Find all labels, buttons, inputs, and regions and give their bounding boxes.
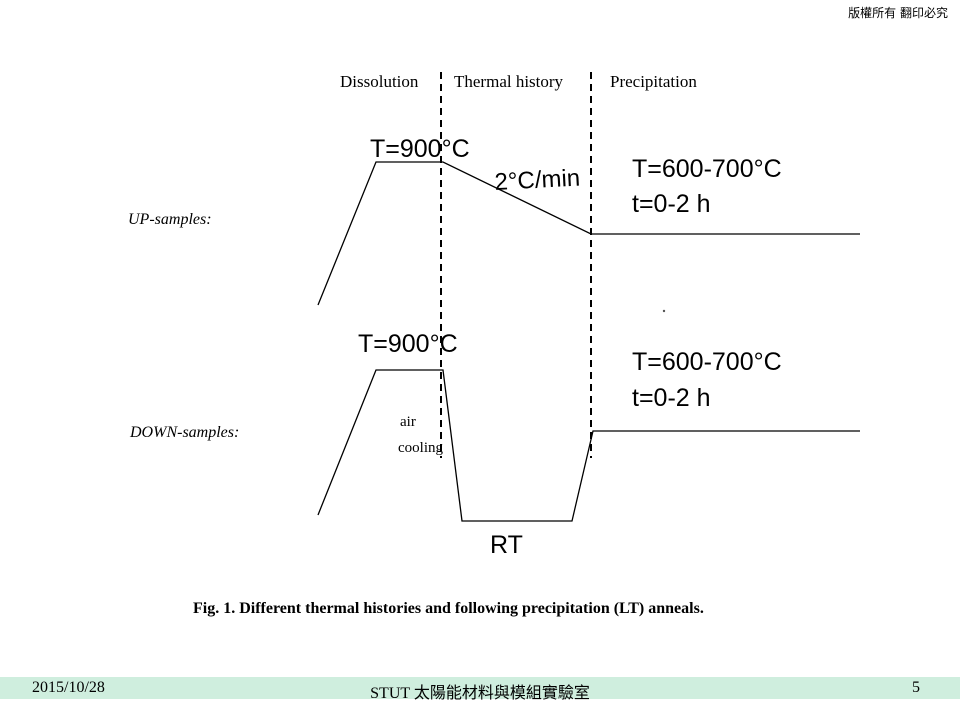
up-samples-label: UP-samples: — [128, 211, 212, 228]
up-precip-temp: T=600-700°C — [632, 155, 782, 183]
down-cooling-label-line1: air — [400, 414, 416, 430]
page-number: 5 — [912, 679, 920, 696]
up-precip-time: t=0-2 h — [632, 190, 711, 218]
up-dissolution-temp: T=900°C — [370, 135, 470, 163]
down-temperature-profile — [317, 369, 860, 522]
footer-bar — [0, 677, 960, 699]
down-samples-label: DOWN-samples: — [129, 424, 239, 441]
phase-thermal-history: Thermal history — [454, 72, 564, 91]
down-dissolution-temp: T=900°C — [358, 330, 458, 358]
up-cooling-rate: 2°C/min — [494, 165, 581, 196]
copyright-notice: 版權所有 翻印必究 — [848, 6, 948, 20]
down-cooling-label-line2: cooling — [398, 440, 443, 456]
thermal-history-diagram: Dissolution Thermal history Precipitatio… — [128, 72, 860, 617]
down-room-temp: RT — [490, 531, 523, 559]
footer-lab-name: STUT 太陽能材料與模組實驗室 — [370, 685, 590, 702]
down-precip-time: t=0-2 h — [632, 384, 711, 412]
down-precip-temp: T=600-700°C — [632, 348, 782, 376]
up-temperature-profile — [317, 161, 860, 306]
stray-dot — [662, 309, 666, 313]
footer-date: 2015/10/28 — [32, 679, 105, 696]
phase-dissolution: Dissolution — [340, 72, 419, 91]
phase-precipitation: Precipitation — [610, 72, 697, 91]
figure-caption: Fig. 1. Different thermal histories and … — [193, 600, 704, 617]
